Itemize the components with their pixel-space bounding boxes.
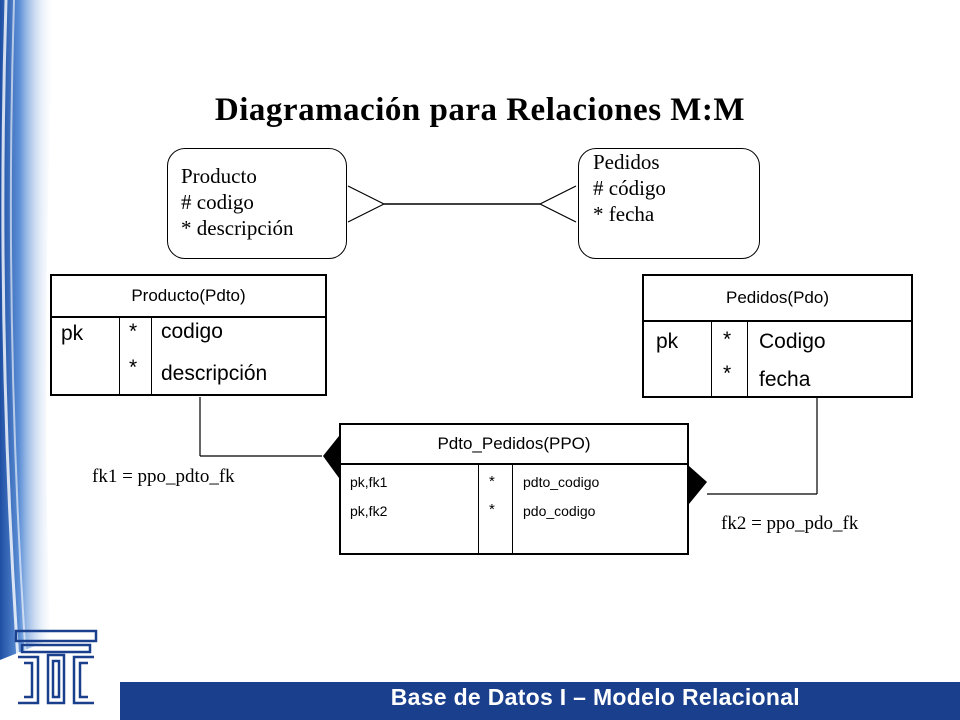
er-entity-pedidos: Pedidos # código * fecha xyxy=(578,148,760,259)
er-entity-producto-name: Producto xyxy=(181,164,257,188)
table-producto: Producto(Pdto) pk * * codigo descripción xyxy=(50,274,327,396)
table-producto-mark-2: * xyxy=(129,356,138,379)
footer-bar xyxy=(120,682,960,720)
table-producto-key: pk xyxy=(61,322,84,345)
left-decor-strip xyxy=(0,0,80,661)
table-pdto-pedidos-mark-1: * xyxy=(489,473,495,490)
table-pdto-pedidos-key-2: pk,fk2 xyxy=(350,503,388,519)
er-entity-pedidos-attr1: # código xyxy=(593,176,666,200)
fk2-label: fk2 = ppo_pdo_fk xyxy=(721,513,859,534)
table-pdto-pedidos-divider-1 xyxy=(478,463,479,553)
table-pdto-pedidos-mark-2: * xyxy=(489,501,495,518)
er-relationship-line xyxy=(347,185,577,223)
table-pedidos-mark-2: * xyxy=(723,362,732,385)
table-pdto-pedidos-column-2: pdo_codigo xyxy=(523,503,596,519)
er-entity-producto: Producto # codigo * descripción xyxy=(167,148,347,259)
table-pedidos-column-1: Codigo xyxy=(759,330,826,353)
table-pedidos-divider-1 xyxy=(711,320,712,396)
table-pedidos-divider-2 xyxy=(747,320,748,396)
fk2-connector-line xyxy=(707,398,818,495)
fk1-arrowhead xyxy=(323,436,339,478)
table-pdto-pedidos-column-1: pdto_codigo xyxy=(523,474,600,490)
table-pedidos-mark-1: * xyxy=(723,328,732,351)
institution-logo xyxy=(14,629,98,705)
fk1-label: fk1 = ppo_pdto_fk xyxy=(92,466,235,487)
er-entity-producto-attr1: # codigo xyxy=(181,190,254,214)
table-pdto-pedidos: Pdto_Pedidos(PPO) pk,fk1 pk,fk2 * * pdto… xyxy=(339,423,689,555)
table-pedidos-key: pk xyxy=(656,330,679,353)
table-pdto-pedidos-header: Pdto_Pedidos(PPO) xyxy=(341,425,687,465)
table-producto-divider-1 xyxy=(119,316,120,394)
footer-title: Base de Datos I – Modelo Relacional xyxy=(390,684,800,710)
er-entity-pedidos-name: Pedidos xyxy=(593,150,660,174)
table-pedidos: Pedidos(Pdo) pk * * Codigo fecha xyxy=(642,274,913,398)
fk1-connector-line xyxy=(199,397,322,457)
table-pedidos-column-2: fecha xyxy=(759,368,811,391)
table-pdto-pedidos-divider-2 xyxy=(512,463,513,553)
table-pedidos-header: Pedidos(Pdo) xyxy=(644,276,911,322)
table-producto-divider-2 xyxy=(151,316,152,394)
fk2-arrowhead xyxy=(689,466,707,504)
page-title: Diagramación para Relaciones M:M xyxy=(214,92,746,128)
table-producto-column-1: codigo xyxy=(161,320,223,343)
table-producto-column-2: descripción xyxy=(161,362,268,385)
er-entity-producto-attr2: * descripción xyxy=(181,216,294,240)
table-producto-header: Producto(Pdto) xyxy=(52,276,325,318)
table-producto-mark-1: * xyxy=(129,320,138,343)
er-entity-pedidos-attr2: * fecha xyxy=(593,202,655,226)
table-pdto-pedidos-key-1: pk,fk1 xyxy=(350,474,388,490)
